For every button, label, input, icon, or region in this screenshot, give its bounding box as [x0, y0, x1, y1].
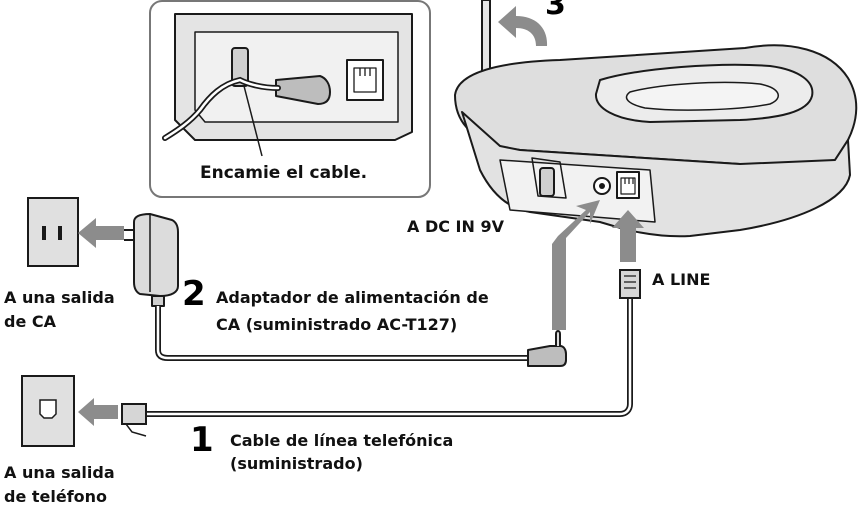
- phone-outlet-label-1: A una salida: [4, 463, 115, 482]
- step-number-1: 1: [190, 420, 214, 460]
- adapter-label-1: Adaptador de alimentación de: [216, 288, 489, 307]
- phone-cable-plug-outlet-end: [121, 403, 147, 437]
- step-number-2: 2: [182, 274, 206, 314]
- phone-cable-plug-base-end: [619, 269, 641, 299]
- phone-outlet-label-2: de teléfono: [4, 487, 107, 506]
- phone-outlet-arrow: [78, 398, 118, 426]
- dc-in-label: A DC IN 9V: [407, 217, 505, 236]
- inset-leader-line: [243, 85, 263, 157]
- line-label: A LINE: [652, 270, 710, 289]
- base-unit: [454, 0, 858, 238]
- antenna-raise-arrow: [498, 6, 548, 46]
- phone-cable-label-1: Cable de línea telefónica: [230, 431, 453, 450]
- ac-outlet-label-2: de CA: [4, 312, 57, 331]
- inset-line-jack: [346, 59, 384, 101]
- ac-outlet-arrow: [78, 218, 124, 248]
- phone-outlet: [21, 375, 75, 447]
- ac-outlet-label-1: A una salida: [4, 288, 115, 307]
- ac-adapter: [124, 213, 179, 307]
- adapter-label-2: CA (suministrado AC-T127): [216, 315, 457, 334]
- dc-plug: [527, 330, 567, 367]
- cable-routing-inset: Encamie el cable.: [149, 0, 431, 198]
- ac-outlet: [27, 197, 79, 267]
- line-jack-arrow: [612, 210, 644, 262]
- handset-recess-inner: [625, 81, 779, 111]
- dc-in-arrow: [552, 200, 600, 330]
- inset-dc-plug: [275, 75, 331, 105]
- inset-caption: Encamie el cable.: [200, 163, 367, 183]
- base-cable-clip: [539, 167, 555, 197]
- phone-cable-label-2: (suministrado): [230, 454, 363, 473]
- inset-cable-clip: [231, 47, 249, 87]
- step-number-3: 3: [545, 0, 566, 22]
